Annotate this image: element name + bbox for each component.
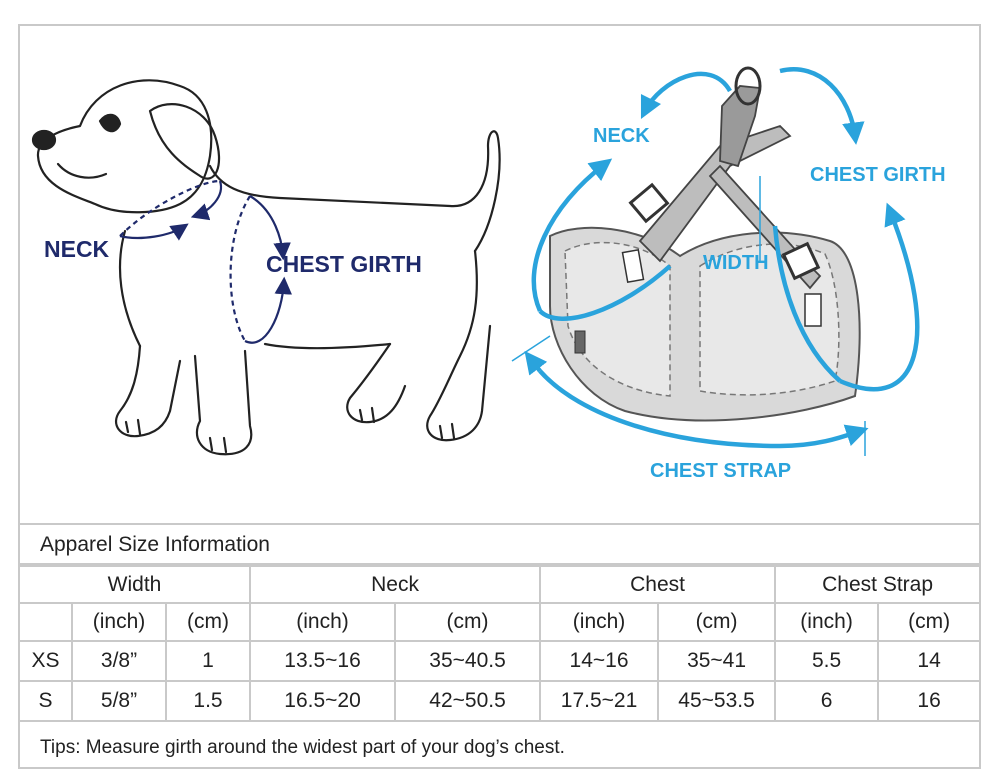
table-row: S 5/8” 1.5 16.5~20 42~50.5 17.5~21 45~53… [20, 680, 980, 722]
harness-drawing [549, 66, 861, 422]
tips-text: Tips: Measure girth around the widest pa… [40, 737, 565, 758]
size-col-header [20, 602, 73, 642]
table-cell: 6 [774, 680, 880, 722]
table-cell: 5/8” [71, 680, 167, 722]
table-cell: 1.5 [164, 680, 252, 722]
unit-cell: (cm) [164, 602, 252, 642]
group-width: Width [20, 565, 252, 604]
table-cell: 5.5 [774, 640, 880, 682]
harness-measures [524, 67, 920, 449]
dog-chest-measure [229, 195, 293, 344]
table-cell: 42~50.5 [394, 680, 542, 722]
harness-neck-label: NECK [593, 125, 650, 147]
table-cell: 17.5~21 [539, 680, 660, 722]
table-cell: 35~41 [657, 640, 777, 682]
dog-neck-measure [119, 179, 223, 241]
table-cell: 14 [877, 640, 980, 682]
unit-cell: (inch) [539, 602, 660, 642]
unit-cell: (cm) [657, 602, 777, 642]
table-cell: 13.5~16 [249, 640, 397, 682]
harness-chest-label: CHEST GIRTH [810, 164, 946, 186]
table-title: Apparel Size Information [20, 523, 979, 565]
table-row: XS 3/8” 1 13.5~16 35~40.5 14~16 35~41 5.… [20, 640, 980, 682]
dog-neck-label: NECK [44, 236, 110, 262]
unit-cell: (cm) [394, 602, 542, 642]
group-header-row: Width Neck Chest Chest Strap [20, 565, 980, 604]
unit-cell: (cm) [877, 602, 980, 642]
table-cell: 14~16 [539, 640, 660, 682]
group-chest: Chest [539, 565, 777, 604]
size-cell: S [20, 680, 73, 722]
dog-chest-label: CHEST GIRTH [266, 251, 422, 277]
table-cell: 45~53.5 [657, 680, 777, 722]
unit-header-row: (inch) (cm) (inch) (cm) (inch) (cm) (inc… [20, 602, 980, 642]
size-info-section: Apparel Size Information Width Neck Ches… [20, 523, 980, 774]
group-neck: Neck [249, 565, 542, 604]
harness-guides [511, 176, 866, 456]
table-cell: 16 [877, 680, 980, 722]
unit-cell: (inch) [774, 602, 880, 642]
harness-width-label: WIDTH [703, 252, 769, 274]
unit-cell: (inch) [249, 602, 397, 642]
harness-strap-label: CHEST STRAP [650, 460, 791, 482]
dog-drawing [31, 79, 501, 456]
table-cell: 3/8” [71, 640, 167, 682]
size-chart-frame: NECK CHEST GIRTH [18, 24, 981, 769]
table-cell: 16.5~20 [249, 680, 397, 722]
unit-cell: (inch) [71, 602, 167, 642]
table-cell: 35~40.5 [394, 640, 542, 682]
size-table: Width Neck Chest Chest Strap (inch) (cm)… [20, 565, 980, 722]
group-chest-strap: Chest Strap [774, 565, 980, 604]
table-cell: 1 [164, 640, 252, 682]
size-cell: XS [20, 640, 73, 682]
illustration: NECK CHEST GIRTH [31, 66, 946, 482]
